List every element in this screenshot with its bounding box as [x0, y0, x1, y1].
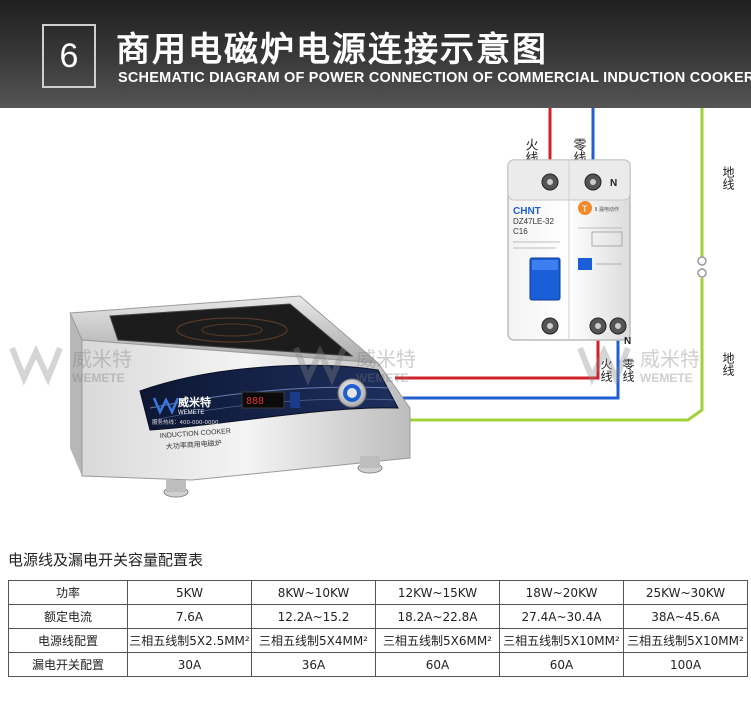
ground-connector-2: [697, 268, 707, 278]
live-label-top: 火线: [523, 138, 539, 164]
page-header: 6 商用电磁炉电源连接示意图 SCHEMATIC DIAGRAM OF POWE…: [0, 0, 751, 108]
breaker-rating: C16: [513, 227, 528, 236]
table-cell: 100A: [623, 652, 748, 677]
page-title: 商用电磁炉电源连接示意图: [116, 30, 548, 70]
neutral-wire-bottom: [395, 328, 620, 400]
section-number: 6: [42, 24, 96, 88]
table-cell: 60A: [499, 652, 624, 677]
table-cell: 7.6A: [127, 604, 252, 629]
svg-text:WEMETE: WEMETE: [356, 371, 409, 385]
table-cell: 8KW~10KW: [251, 580, 376, 605]
table-cell: 36A: [251, 652, 376, 677]
table-cell: 18W~20KW: [499, 580, 624, 605]
svg-text:威米特: 威米特: [72, 348, 132, 371]
table-cell: 12KW~15KW: [375, 580, 500, 605]
neutral-label-top: 零线: [571, 138, 587, 164]
row-header: 额定电流: [8, 604, 128, 629]
breaker-brand: CHNT: [513, 206, 541, 217]
svg-text:威米特: 威米特: [640, 348, 700, 371]
connection-diagram: 火线 零线 地线 N CHNT DZ47LE-32 C16 T Ⅱ 漏电动作: [9, 108, 735, 498]
table-cell: 30A: [127, 652, 252, 677]
breaker-test-label: T: [582, 204, 588, 214]
breaker-small-text: Ⅱ 漏电动作: [595, 206, 619, 213]
breaker-n-bottom: N: [624, 336, 631, 347]
ceramic-glass-plate: [109, 303, 354, 357]
svg-text:WEMETE: WEMETE: [72, 371, 125, 385]
watermark-right: 威米特 WEMETE: [577, 344, 700, 386]
table-cell: 三相五线制5X10MM²: [623, 628, 748, 653]
table-cell: 12.2A~15.2: [251, 604, 376, 629]
table-caption: 电源线及漏电开关容量配置表: [8, 551, 204, 569]
svg-text:WEMETE: WEMETE: [640, 371, 693, 385]
table-cell: 三相五线制5X10MM²: [499, 628, 624, 653]
cooker-hotline: 服务热线：400-000-0000: [152, 418, 219, 426]
ground-label-top: 地线: [721, 166, 735, 190]
digital-display: [241, 391, 285, 409]
row-header: 漏电开关配置: [8, 652, 128, 677]
cooker-brand-cn: 威米特: [178, 395, 211, 409]
table-cell: 38A~45.6A: [623, 604, 748, 629]
svg-text:888: 888: [246, 396, 264, 407]
cooker-product-en: INDUCTION COOKER: [160, 428, 231, 440]
leakage-breaker: N CHNT DZ47LE-32 C16 T Ⅱ 漏电动作: [507, 159, 631, 341]
neutral-label-bottom: 零线: [621, 358, 635, 382]
cooker-logo-icon: [152, 397, 180, 415]
table-cell: 60A: [375, 652, 500, 677]
ground-wire: [385, 108, 704, 422]
table-cell: 27.4A~30.4A: [499, 604, 624, 629]
induction-cooker: 威米特 WEMETE 服务热线：400-000-0000 888 INDUCTI…: [69, 295, 411, 498]
row-header: 电源线配置: [8, 628, 128, 653]
breaker-test-button: [578, 201, 592, 215]
watermark-left: 威米特 WEMETE: [9, 344, 132, 386]
ground-connector-1: [697, 256, 707, 266]
watermark-center: 威米特 WEMETE: [293, 344, 416, 386]
cooker-brand-en: WEMETE: [178, 410, 204, 416]
breaker-n-top: N: [610, 178, 617, 189]
svg-text:威米特: 威米特: [356, 348, 416, 371]
live-wire-bottom: [395, 328, 600, 380]
table-cell: 三相五线制5X6MM²: [375, 628, 500, 653]
table-cell: 三相五线制5X2.5MM²: [127, 628, 252, 653]
cooker-product-cn: 大功率商用电磁炉: [166, 438, 222, 451]
table-cell: 5KW: [127, 580, 252, 605]
table-cell: 18.2A~22.8A: [375, 604, 500, 629]
page-subtitle: SCHEMATIC DIAGRAM OF POWER CONNECTION OF…: [118, 70, 751, 86]
row-header: 功率: [8, 580, 128, 605]
table-cell: 三相五线制5X4MM²: [251, 628, 376, 653]
table-cell: 25KW~30KW: [623, 580, 748, 605]
breaker-model: DZ47LE-32: [513, 217, 554, 226]
live-label-bottom: 火线: [599, 358, 613, 382]
ground-label-bottom: 地线: [721, 352, 735, 376]
